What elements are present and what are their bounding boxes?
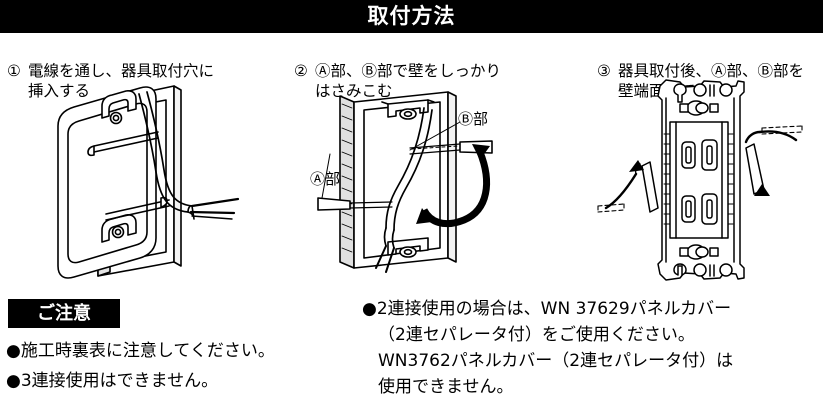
panel-cover-note: ●2連接使用の場合は、WN 37629パネルカバー （2連セパレータ付）をご使用… bbox=[362, 296, 823, 400]
notice-header-label: ご注意 bbox=[37, 303, 91, 324]
mounting-frame-with-wires-diagram bbox=[6, 80, 276, 284]
step-1-caption: ① 電線を通し、器具取付穴に 挿入する bbox=[7, 41, 282, 101]
callout-part-a-label: Ⓐ部 bbox=[310, 170, 341, 188]
callout-part-a: Ⓐ部 bbox=[310, 170, 340, 188]
notice-list: ●施工時裏表に注意してください。 ●3連接使用はできません。 bbox=[6, 336, 346, 396]
step-2-number: ② bbox=[294, 62, 308, 80]
wall-clamp-diagram bbox=[292, 82, 582, 286]
outlet-installed-diagram bbox=[596, 78, 821, 287]
header-bar: 取付方法 bbox=[0, 0, 823, 33]
step-2-caption: ② Ⓐ部、Ⓑ部で壁をしっかり はさみこむ bbox=[294, 41, 574, 101]
page-title: 取付方法 bbox=[367, 4, 456, 28]
notice-item: ●施工時裏表に注意してください。 bbox=[6, 341, 275, 361]
panel-cover-note-line: 使用できません。 bbox=[378, 377, 514, 397]
notice-header-box: ご注意 bbox=[8, 299, 120, 328]
panel-cover-note-line: ●2連接使用の場合は、WN 37629パネルカバー bbox=[362, 299, 732, 319]
notice-item: ●3連接使用はできません。 bbox=[6, 371, 219, 391]
callout-part-b: Ⓑ部 bbox=[458, 110, 488, 128]
step-3-number: ③ bbox=[597, 62, 611, 80]
step-2-text: Ⓐ部、Ⓑ部で壁をしっかり はさみこむ bbox=[315, 62, 502, 100]
panel-cover-note-line: WN3762パネルカバー（2連セパレータ付）は bbox=[378, 351, 734, 371]
step-1-text: 電線を通し、器具取付穴に 挿入する bbox=[28, 62, 215, 100]
panel-cover-note-line: （2連セパレータ付）をご使用ください。 bbox=[378, 325, 695, 345]
step-1-number: ① bbox=[7, 62, 21, 80]
callout-part-b-label: Ⓑ部 bbox=[458, 110, 489, 128]
